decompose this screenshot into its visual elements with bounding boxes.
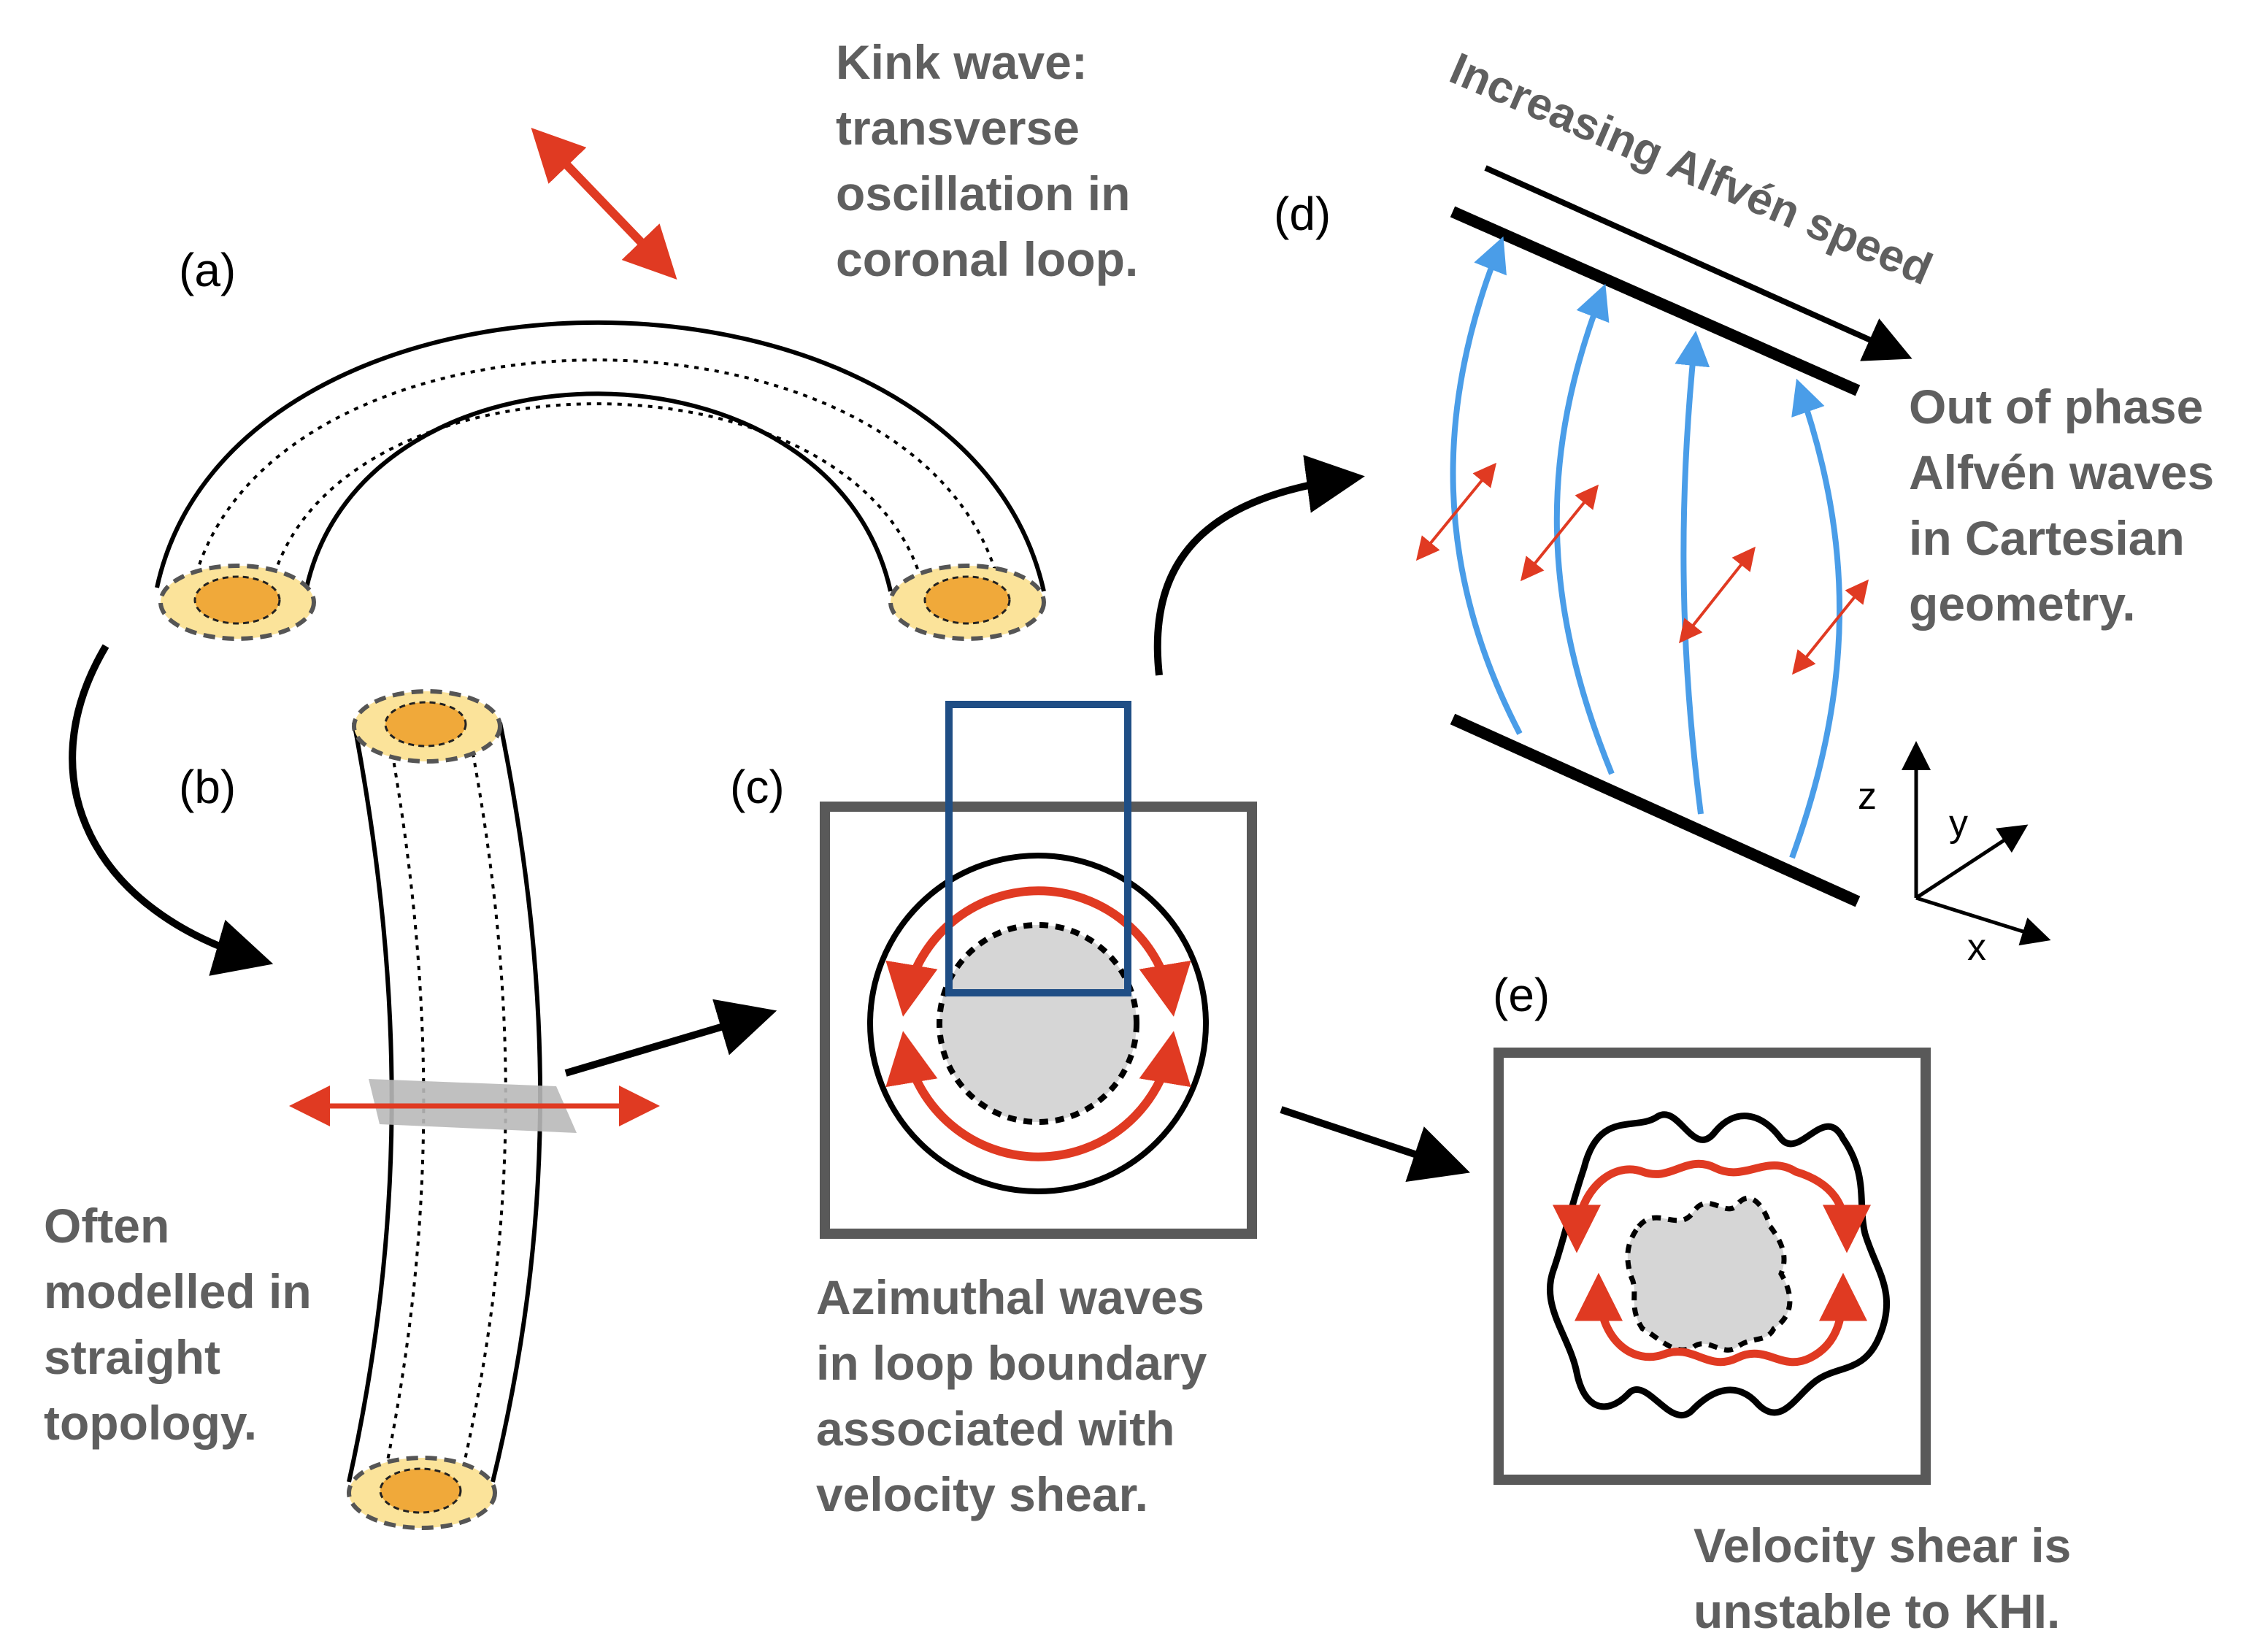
azimuthal-flow-bottom <box>885 1031 1191 1161</box>
khi-distorted-core <box>1625 1196 1793 1353</box>
loop-inner-boundary <box>304 391 893 592</box>
top-boundary-plane <box>1450 206 1861 396</box>
panel-e-caption: Velocity shear is unstable to KHI. <box>1694 1518 2085 1638</box>
panel-c: (c) Azimuthal waves in loop boundary ass… <box>730 701 1257 1521</box>
panel-b: (b) Often modelled in straight topology. <box>44 689 660 1530</box>
panel-c-label: (c) <box>730 761 785 813</box>
panel-b-label: (b) <box>179 761 236 813</box>
tube-bottom-footpoint <box>347 1456 497 1530</box>
panel-a-label: (a) <box>179 244 236 296</box>
field-line-2 <box>1553 283 1615 775</box>
loop-core-dotted-inner <box>270 402 925 588</box>
panel-e-label: (e) <box>1493 969 1550 1021</box>
bottom-boundary-plane <box>1450 713 1861 907</box>
khi-flow-top <box>1553 1159 1871 1253</box>
footpoint-left <box>158 564 316 641</box>
footpoint-right <box>888 564 1046 641</box>
y-axis-label: y <box>1949 802 1968 845</box>
field-line-3 <box>1675 331 1710 815</box>
kink-oscillation-arrow <box>531 128 677 280</box>
khi-frame <box>1493 1048 1931 1485</box>
x-axis-label: x <box>1967 926 1986 969</box>
arrow-c-to-e <box>1280 1106 1470 1182</box>
zoom-region-box <box>945 701 1131 996</box>
tube-top-footpoint <box>352 689 502 764</box>
panel-d-label: (d) <box>1274 188 1331 240</box>
alfven-speed-gradient-arrow <box>1484 165 1912 361</box>
z-axis-label: z <box>1858 775 1877 818</box>
y-axis <box>1915 824 2029 900</box>
khi-flow-bottom <box>1575 1272 1867 1367</box>
panel-e: (e) Velocity shear is unstable to KHI. <box>1493 969 2085 1638</box>
wave-displacement-arrow-1 <box>1415 462 1497 561</box>
arrow-c-to-d <box>1153 455 1365 676</box>
arrow-a-to-b <box>69 644 274 976</box>
azimuthal-flow-top <box>885 886 1191 1017</box>
panel-a: (a) Kink wave: transverse oscillation in… <box>155 35 1144 641</box>
loop-outer-boundary <box>155 320 1046 592</box>
cross-section-frame <box>820 802 1257 1239</box>
wave-displacement-arrow-2 <box>1520 484 1599 582</box>
loop-core-circle <box>937 922 1139 1125</box>
coordinate-axes: z y x <box>1858 741 2051 969</box>
x-axis <box>1915 896 2051 946</box>
panel-c-caption: Azimuthal waves in loop boundary associa… <box>816 1270 1220 1521</box>
arrow-b-to-c <box>564 999 777 1077</box>
wave-displacement-arrow-3 <box>1679 546 1756 644</box>
field-line-1 <box>1450 236 1523 735</box>
panel-b-caption: Often modelled in straight topology. <box>44 1199 325 1450</box>
panel-d: Increasing Alfvén speed (d) Out of phase… <box>1274 43 2228 969</box>
wave-displacement-arrow-4 <box>1791 579 1869 675</box>
loop-core-dotted-outer <box>192 358 1002 588</box>
panel-a-caption: Kink wave: transverse oscillation in cor… <box>836 35 1144 286</box>
panel-d-caption: Out of phase Alfvén waves in Cartesian g… <box>1909 380 2228 631</box>
